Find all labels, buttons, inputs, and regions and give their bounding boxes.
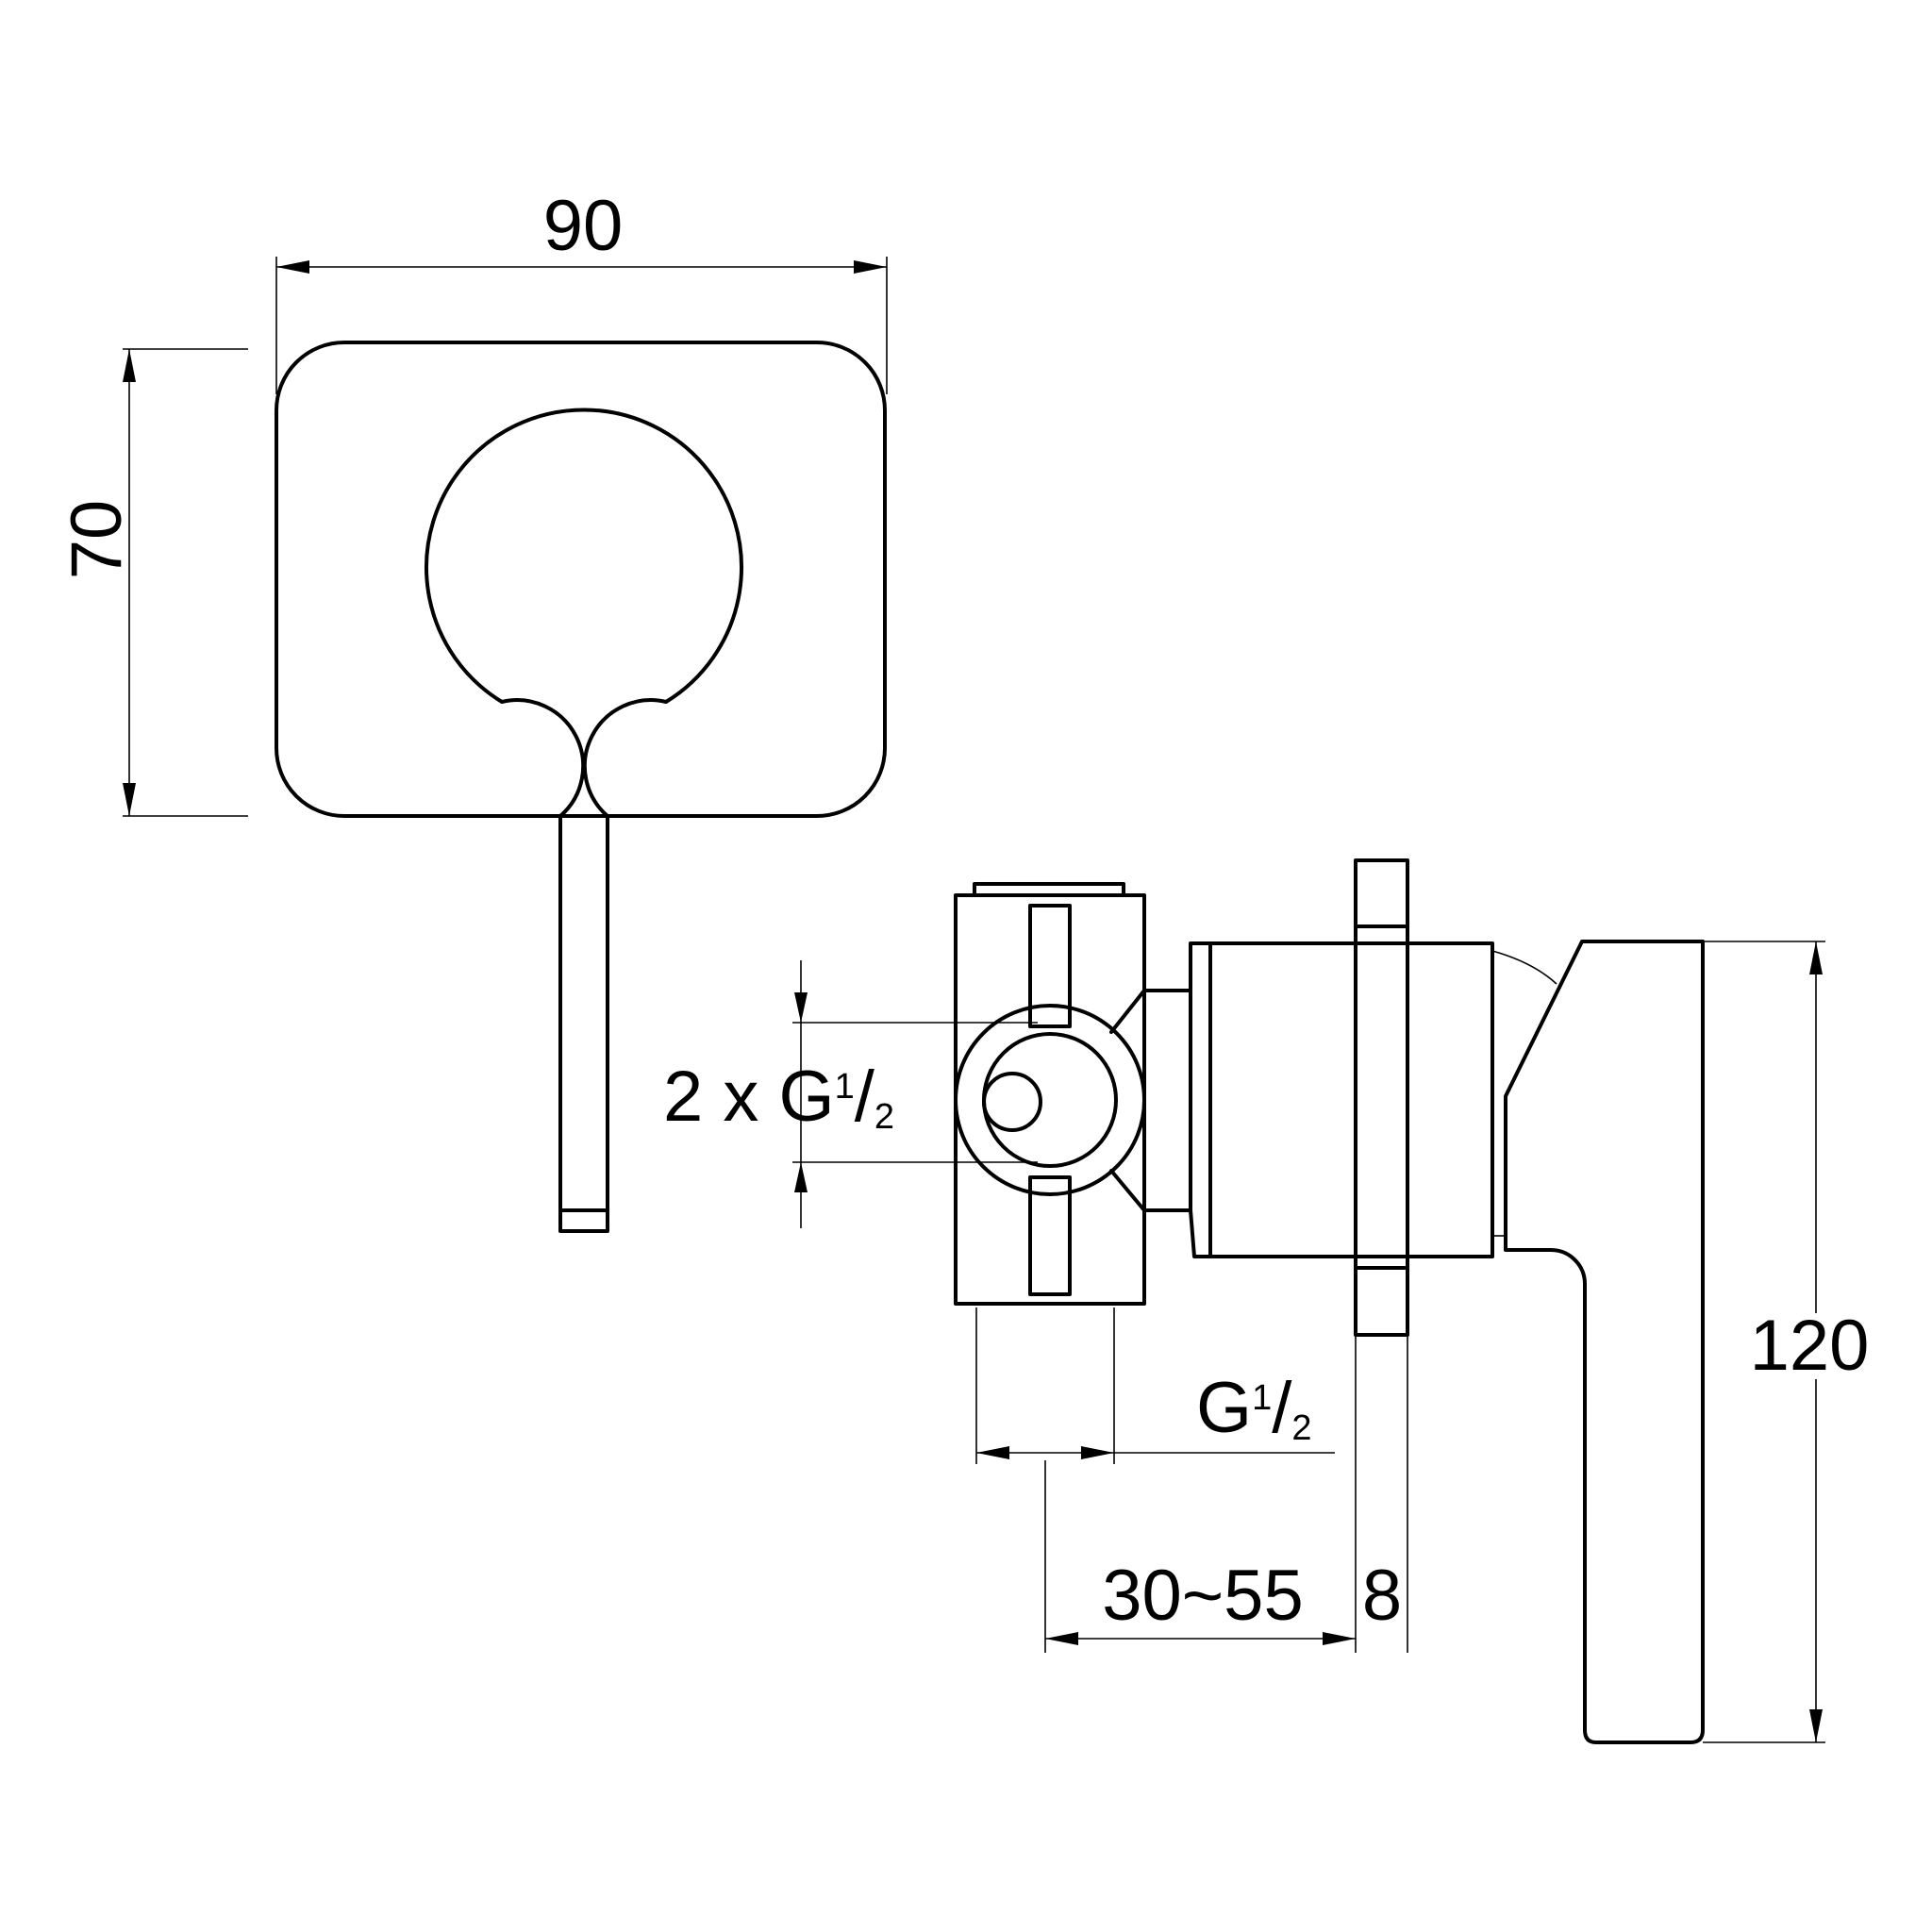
arrow-top xyxy=(123,349,136,382)
spindle-bottom xyxy=(1028,1175,1072,1296)
depth-label: 30~55 xyxy=(1102,1556,1303,1636)
wall-plate xyxy=(1354,858,1409,1337)
inlets-label: 2 x G1/2 xyxy=(663,1057,894,1137)
dimension-outlet: G1/2 xyxy=(975,1307,1335,1464)
lever-handle-side xyxy=(1504,940,1705,1744)
dimension-plate: 8 xyxy=(1362,1335,1408,1653)
cartridge-housing xyxy=(1208,941,1494,1258)
inlet-port-outer xyxy=(954,1004,1146,1196)
cartridge-flange xyxy=(1189,941,1212,1258)
dimension-height: 70 xyxy=(57,348,248,817)
height-label: 70 xyxy=(57,500,137,580)
arrow-right xyxy=(854,260,887,274)
lever-handle-front xyxy=(425,408,743,1233)
front-view xyxy=(275,341,887,1233)
inlet-port-inner xyxy=(982,1032,1118,1168)
outlet-label: G1/2 xyxy=(1196,1368,1312,1448)
body-neck xyxy=(1109,989,1192,1212)
dimension-depth: 30~55 xyxy=(1044,1335,1357,1653)
width-label: 90 xyxy=(543,186,624,266)
spindle-top xyxy=(1028,904,1072,1028)
inlet-bore xyxy=(982,1072,1042,1132)
arrow-bottom xyxy=(123,783,136,816)
arrow-left xyxy=(276,260,309,274)
dimension-inlets: 2 x G1/2 xyxy=(663,960,1038,1228)
dimension-width: 90 xyxy=(275,186,888,394)
plate-label: 8 xyxy=(1362,1556,1402,1636)
dimension-lever-height: 120 xyxy=(1703,941,1870,1743)
side-view xyxy=(954,858,1705,1744)
lever-height-label: 120 xyxy=(1750,1306,1870,1386)
lever-hinge-curve xyxy=(1491,950,1557,985)
cover-plate xyxy=(275,341,887,818)
